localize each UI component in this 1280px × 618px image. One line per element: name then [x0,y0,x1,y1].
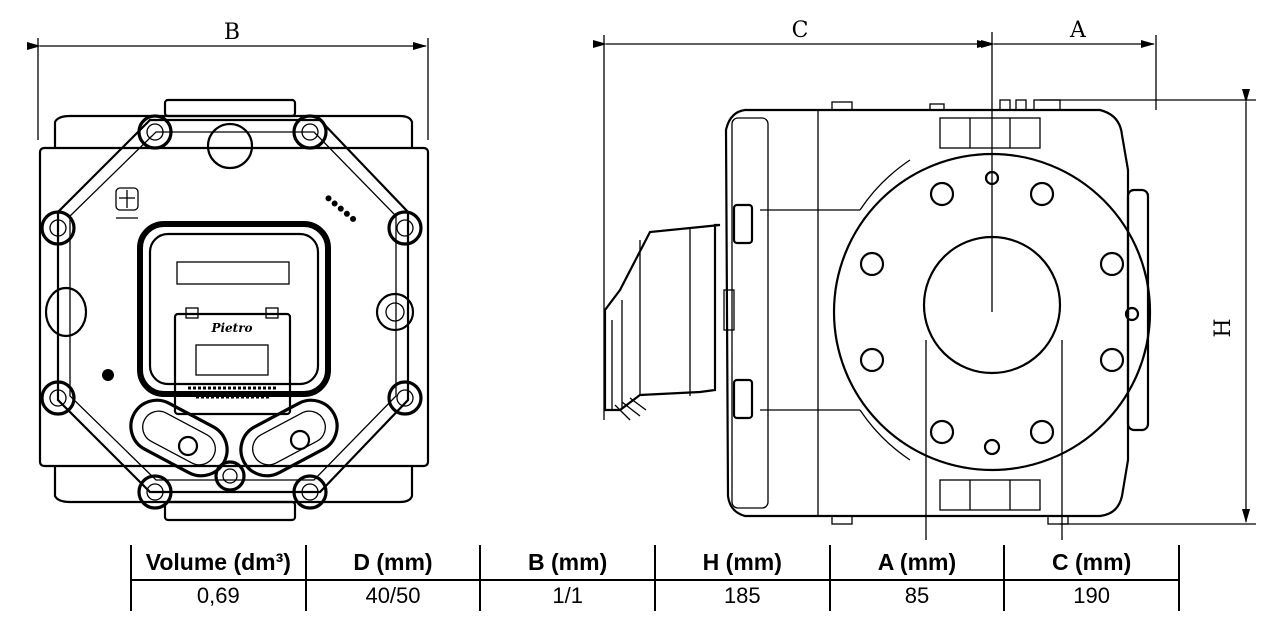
header-h: H (mm) [653,545,831,581]
dimension-h: H [1040,89,1256,525]
register-window: Pietro [137,221,331,416]
technical-drawing: B [27,18,1256,540]
specs-header-row: Volume (dm³) D (mm) B (mm) H (mm) A (mm)… [130,545,1180,581]
seal-mark [115,187,139,219]
side-view: C A H [593,18,1256,540]
header-a: A (mm) [828,545,1006,581]
value-c: 190 [1003,579,1180,611]
dimension-c: C [593,18,991,420]
dimension-h-label: H [1211,318,1236,337]
value-a: 85 [828,579,1006,611]
front-view: B [27,20,430,522]
value-b: 1/1 [479,579,656,611]
specs-table: Volume (dm³) D (mm) B (mm) H (mm) A (mm)… [130,545,1180,611]
lower-ports [129,398,339,478]
value-d: 40/50 [304,579,482,611]
dimension-b: B [27,20,429,140]
dimension-b-label: B [224,20,240,45]
header-c: C (mm) [1003,545,1180,581]
header-d: D (mm) [304,545,482,581]
header-volume: Volume (dm³) [130,545,307,581]
value-h: 185 [653,579,831,611]
dimension-c-label: C [792,18,809,43]
bolt-set [40,114,423,510]
svg-text:Pietro: Pietro [210,321,252,335]
dimension-a-label: A [1069,18,1087,43]
value-volume: 0,69 [130,579,307,611]
flange [832,152,1152,472]
header-b: B (mm) [479,545,656,581]
dimension-a: A [981,18,1157,110]
specs-value-row: 0,69 40/50 1/1 185 85 190 [130,579,1180,611]
